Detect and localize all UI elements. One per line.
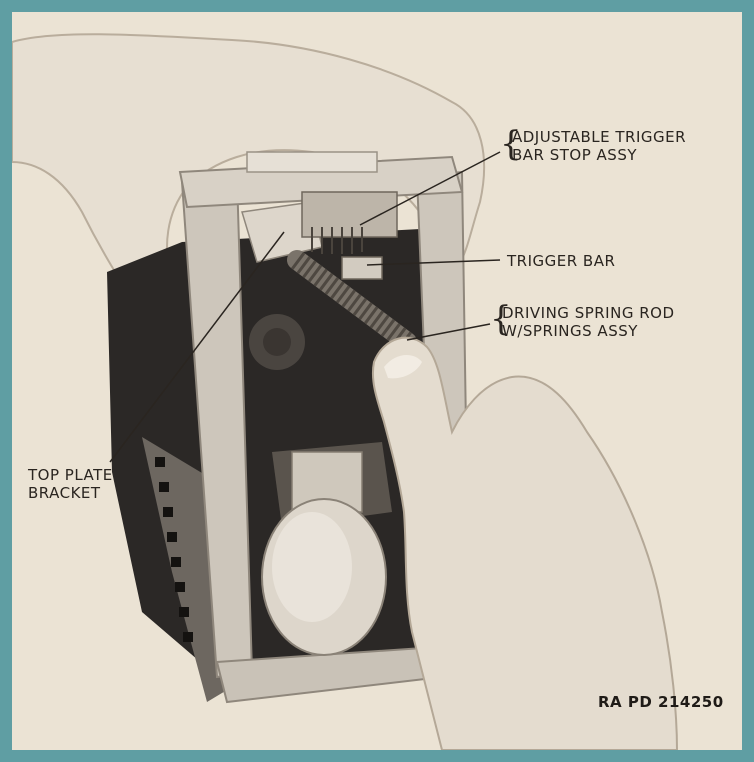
leader-trigger-stop [359, 151, 501, 226]
label-line: ADJUSTABLE TRIGGER [512, 128, 687, 146]
label-driving-spring-rod: DRIVING SPRING ROD W/SPRINGS ASSY [502, 304, 675, 340]
right-hand [372, 336, 679, 750]
leader-trigger-bar [366, 259, 501, 266]
brace-icon: { [490, 299, 512, 339]
figure-frame: { ADJUSTABLE TRIGGER BAR STOP ASSY TRIGG… [12, 12, 742, 750]
trigger-bar-stop [301, 191, 398, 238]
label-line: DRIVING SPRING ROD [502, 304, 675, 322]
label-trigger-bar: TRIGGER BAR [507, 252, 616, 270]
brace-icon: { [500, 124, 522, 164]
label-line: W/SPRINGS ASSY [502, 322, 638, 340]
label-line: TOP PLATE [28, 466, 113, 484]
mechanism-photo [12, 33, 679, 750]
label-top-plate-bracket: TOP PLATE BRACKET [28, 466, 113, 502]
leader-spring-rod [406, 323, 491, 341]
label-adjustable-trigger: ADJUSTABLE TRIGGER BAR STOP ASSY [512, 128, 686, 164]
trigger-bar [341, 256, 383, 280]
leader-top-plate [109, 231, 285, 463]
reference-number: RA PD 214250 [598, 693, 724, 711]
label-line: BAR STOP ASSY [512, 146, 638, 164]
label-line: BRACKET [28, 484, 101, 502]
